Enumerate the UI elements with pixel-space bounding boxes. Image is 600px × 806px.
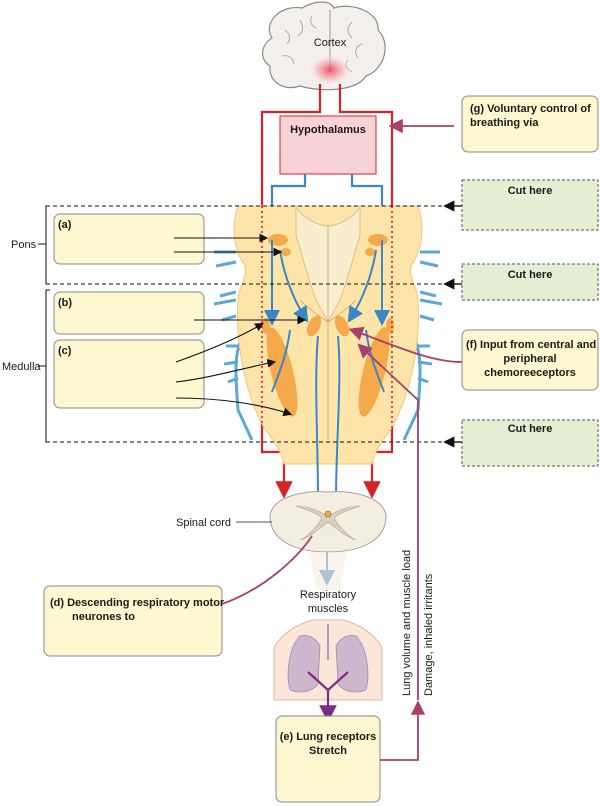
pons-label: Pons: [11, 239, 37, 251]
box-f-line1: (f) Input from central and: [466, 339, 596, 351]
cut-label-2: Cut here: [508, 269, 553, 281]
brainstem: [213, 205, 443, 465]
spinal-cord-illustration: [269, 491, 387, 590]
lung-afferent-arrow: [380, 700, 426, 761]
cut-box-2[interactable]: [461, 263, 599, 301]
box-d-line2: neurones to: [72, 611, 135, 623]
cortex-label: Cortex: [314, 37, 347, 49]
brainstem-pathways: [264, 240, 390, 586]
motor-neurone-leader: [221, 535, 313, 605]
box-g-line2: breathing via: [470, 117, 539, 129]
damage-label: Damage, inhaled irritants: [423, 573, 435, 696]
respiratory-muscles-label-2: muscles: [308, 603, 349, 615]
lungs-illustration: [273, 619, 383, 701]
box-b-label: (b): [58, 297, 72, 309]
lung-receptor-arrow: [307, 671, 349, 723]
answer-box-d[interactable]: [43, 585, 223, 657]
box-f-line2: peripheral: [503, 353, 556, 365]
answer-box-g[interactable]: [461, 95, 599, 153]
box-a-label: (a): [58, 219, 72, 231]
box-e-line2: Stretch: [309, 745, 347, 757]
cut-lines: [46, 205, 462, 443]
hypothalamus-label: Hypothalamus: [290, 124, 366, 136]
box-e-line1: (e) Lung receptors: [280, 731, 377, 743]
box-c-label: (c): [58, 345, 72, 357]
answer-box-c[interactable]: [53, 339, 205, 409]
box-f-line3: chemoreeceptors: [484, 367, 576, 379]
medulla-label: Medulla: [2, 361, 41, 373]
cut-label-1: Cut here: [508, 185, 553, 197]
hypothalamus-box: [279, 115, 377, 175]
region-brackets: [38, 205, 50, 443]
chemoreceptor-input-arrow: [348, 326, 463, 363]
cortex-illustration: Cortex: [262, 1, 386, 91]
answer-box-e[interactable]: [275, 715, 381, 803]
answer-box-f[interactable]: [461, 329, 599, 391]
lung-volume-label: Lung volume and muscle load: [401, 550, 413, 696]
answer-box-a[interactable]: [53, 213, 205, 265]
box-g-line1: (g) Voluntary control of: [470, 103, 591, 115]
cut-box-3[interactable]: [461, 419, 599, 467]
leader-lines: [174, 233, 307, 417]
cut-label-3: Cut here: [508, 423, 553, 435]
box-d-line1: (d) Descending respiratory motor: [50, 597, 225, 609]
cut-box-1[interactable]: [461, 179, 599, 231]
answer-box-b[interactable]: [53, 291, 205, 335]
afferent-to-medulla: [357, 343, 419, 700]
respiratory-muscles-label-1: Respiratory: [300, 589, 357, 601]
spinal-cord-label: Spinal cord: [176, 517, 231, 529]
